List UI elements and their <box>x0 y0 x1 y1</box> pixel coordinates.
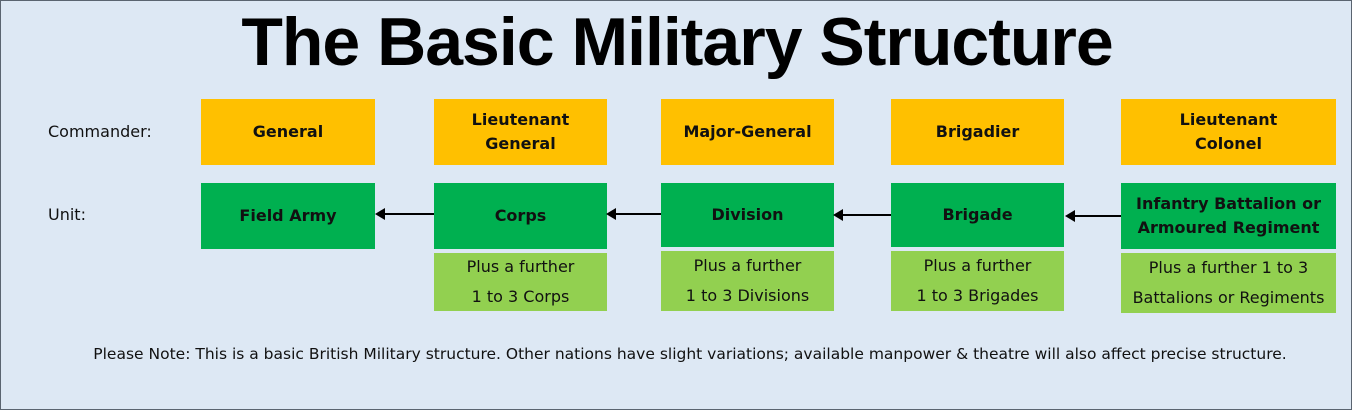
arrow-corps-to-field-army <box>375 208 434 220</box>
rank-label: Brigadier <box>935 122 1020 141</box>
rank-box-lieutenant-general: Lieutenant General <box>434 99 607 165</box>
row-label-commander: Commander: <box>48 122 152 141</box>
unit-box-battalion: Infantry Battalion or Armoured Regiment <box>1121 183 1336 249</box>
row-label-unit: Unit: <box>48 205 86 224</box>
extra-label: Plus a further 1 to 3 Divisions <box>685 256 810 305</box>
arrowhead-icon <box>833 209 843 221</box>
arrow-division-to-corps <box>606 208 661 220</box>
arrowhead-icon <box>606 208 616 220</box>
diagram-title: The Basic Military Structure <box>241 4 1113 80</box>
unit-label: Field Army <box>239 206 337 225</box>
arrow-battalion-to-brigade <box>1065 210 1121 222</box>
rank-box-general: General <box>201 99 375 165</box>
rank-box-lieutenant-colonel: Lieutenant Colonel <box>1121 99 1336 165</box>
unit-box-division: Division <box>661 183 834 247</box>
unit-label: Brigade <box>942 205 1013 224</box>
arrow-brigade-to-division <box>833 209 891 221</box>
unit-label: Infantry Battalion or Armoured Regiment <box>1136 194 1321 237</box>
unit-box-brigade: Brigade <box>891 183 1064 247</box>
extra-label: Plus a further 1 to 3 Corps <box>466 257 575 306</box>
unit-box-corps: Corps <box>434 183 607 249</box>
unit-label: Corps <box>494 206 547 225</box>
rank-box-major-general: Major-General <box>661 99 834 165</box>
rank-label: Lieutenant General <box>471 110 570 153</box>
rank-box-brigadier: Brigadier <box>891 99 1064 165</box>
extra-label: Plus a further 1 to 3 Brigades <box>916 256 1039 305</box>
arrowhead-icon <box>375 208 385 220</box>
rank-label: Major-General <box>683 122 812 141</box>
footnote: Please Note: This is a basic British Mil… <box>93 345 1287 363</box>
extra-box-brigade: Plus a further 1 to 3 Brigades <box>891 251 1064 311</box>
unit-box-field-army: Field Army <box>201 183 375 249</box>
arrowhead-icon <box>1065 210 1075 222</box>
extra-box-corps: Plus a further 1 to 3 Corps <box>434 253 607 311</box>
extra-box-battalion: Plus a further 1 to 3 Battalions or Regi… <box>1121 253 1336 313</box>
unit-label: Division <box>711 205 784 224</box>
rank-label: Lieutenant Colonel <box>1179 110 1278 153</box>
extra-label: Plus a further 1 to 3 Battalions or Regi… <box>1132 258 1325 307</box>
rank-label: General <box>252 122 324 141</box>
extra-box-division: Plus a further 1 to 3 Divisions <box>661 251 834 311</box>
